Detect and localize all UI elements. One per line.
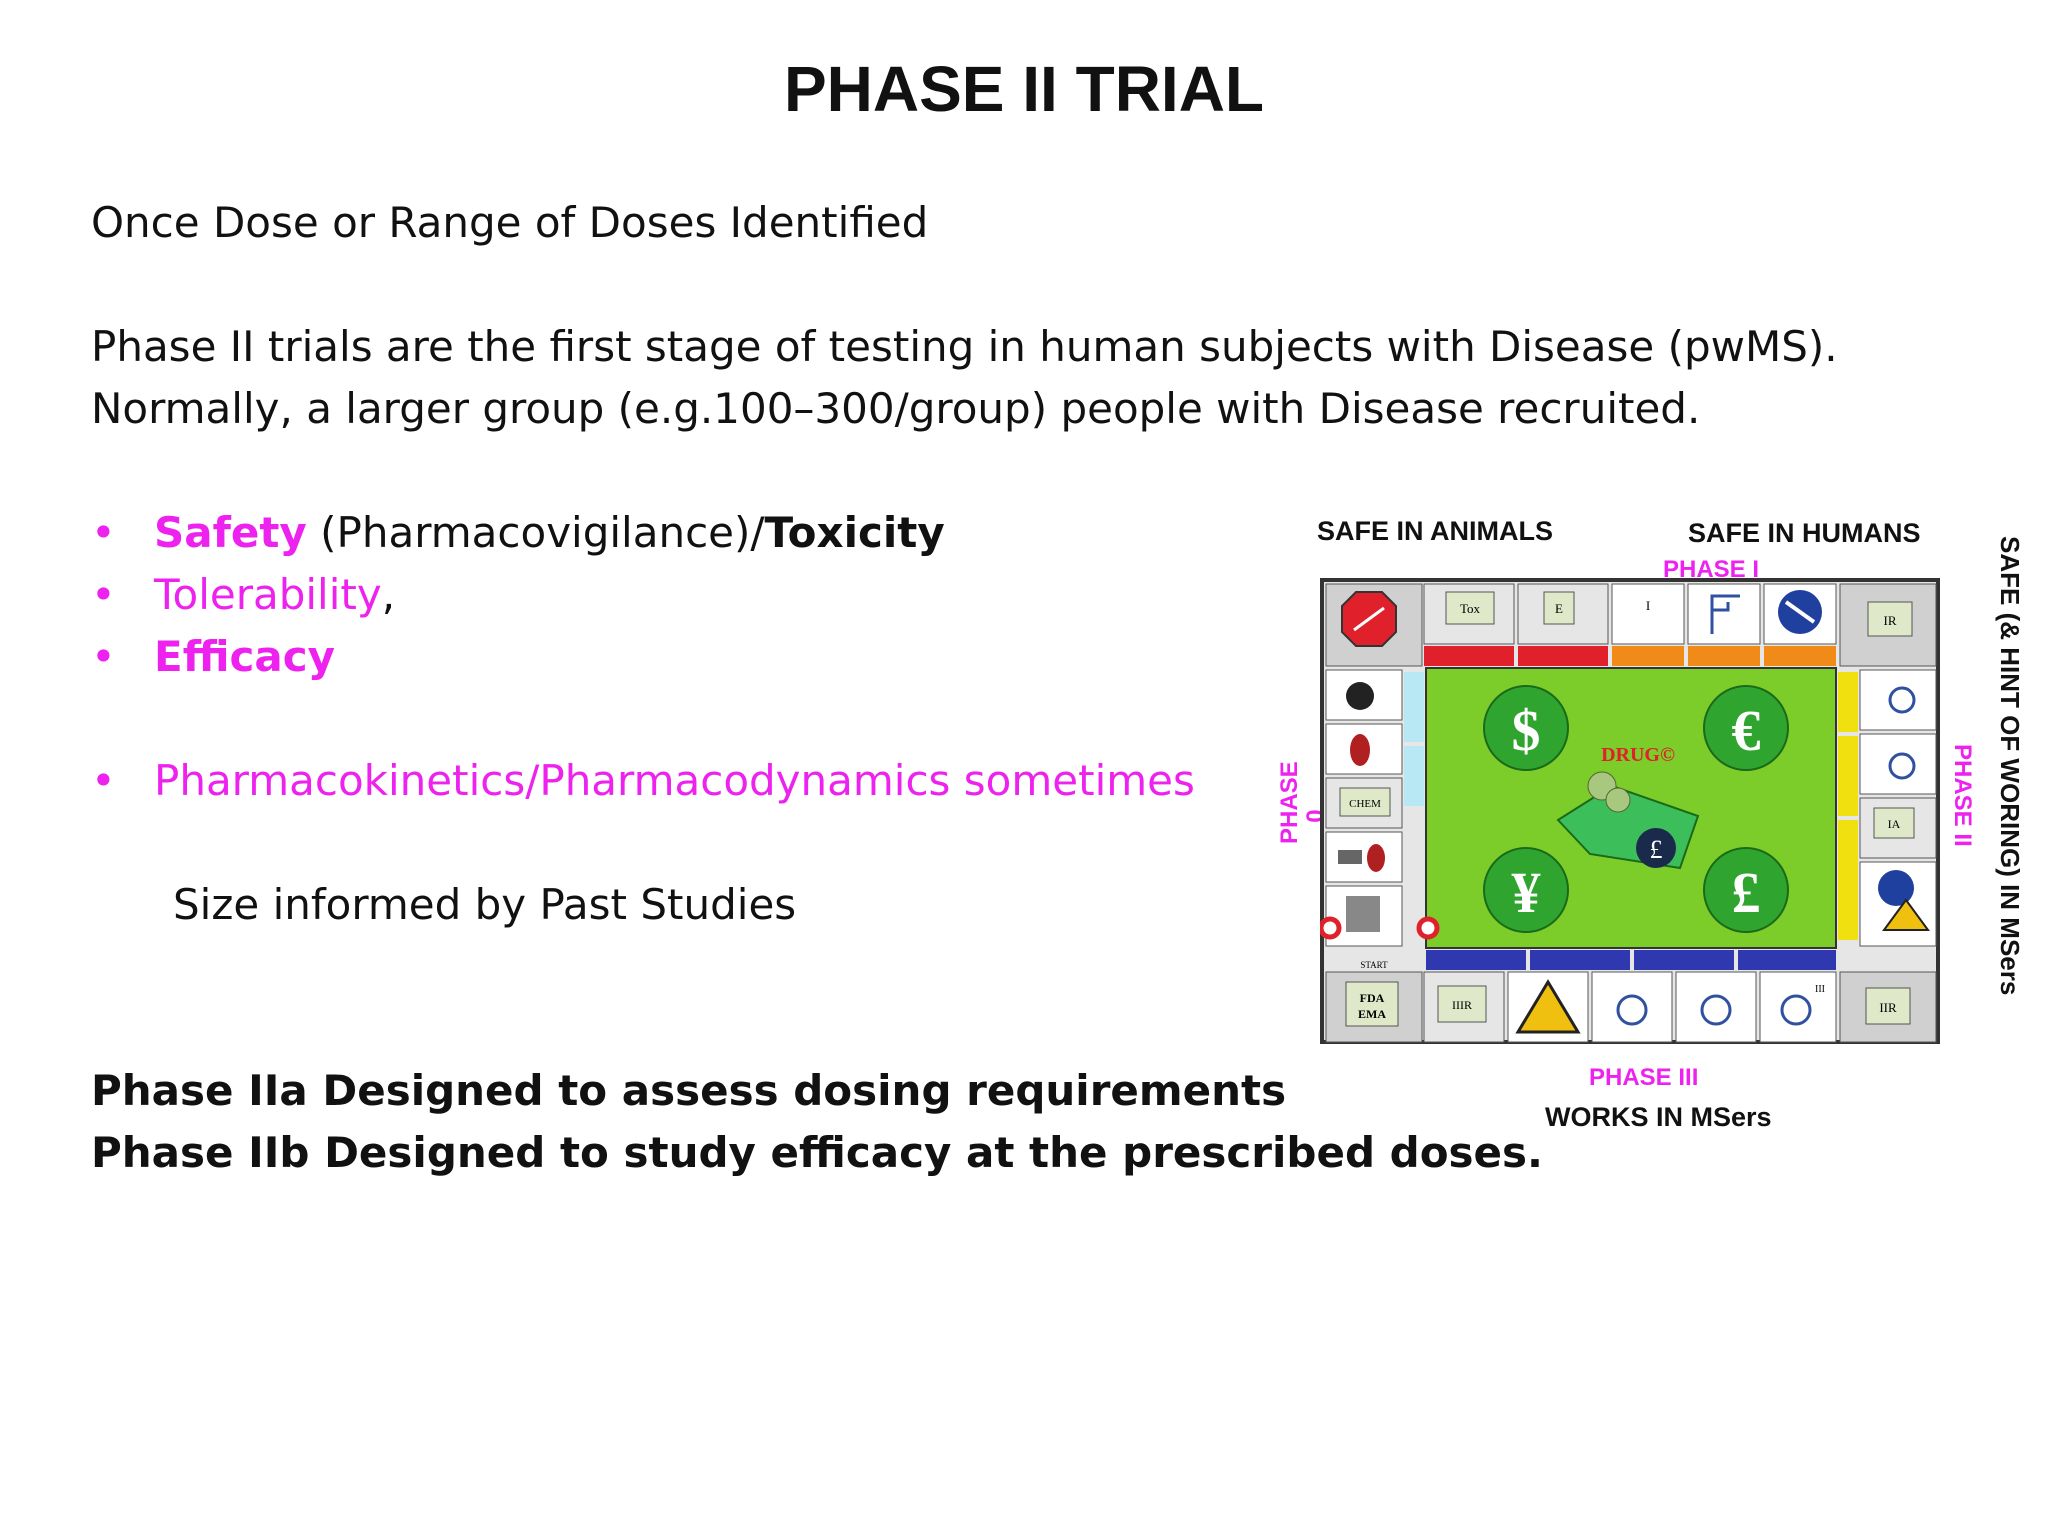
tile-ia: IA — [1888, 817, 1901, 831]
tile-ema: EMA — [1358, 1007, 1386, 1021]
intro-line: Once Dose or Range of Doses Identified — [91, 198, 929, 247]
pharmacovigilance-text: (Pharmacovigilance)/ — [306, 508, 765, 557]
animal-test-icon — [1367, 844, 1385, 872]
paragraph-line-2: Normally, a larger group (e.g.100–300/gr… — [91, 384, 1701, 433]
dollar-symbol: $ — [1512, 698, 1541, 763]
road-work-sign-icon — [1515, 979, 1581, 1034]
tile-fda: FDA — [1360, 991, 1385, 1005]
size-note: Size informed by Past Studies — [173, 880, 797, 929]
euro-symbol: € — [1732, 698, 1761, 763]
dollar-coin-icon — [1483, 685, 1569, 771]
wheelchair-icon — [1616, 994, 1648, 1026]
bullet-dot: • — [91, 570, 116, 619]
bullet-text: Tolerability, — [154, 570, 395, 619]
phase-2b-line: Phase IIb Designed to study efficacy at … — [91, 1128, 1543, 1177]
yen-symbol: ¥ — [1512, 860, 1541, 925]
efficacy-word: Efficacy — [154, 632, 336, 681]
euro-coin-icon — [1703, 685, 1789, 771]
safety-word: Safety — [154, 508, 307, 557]
syringe-badge-icon — [1878, 870, 1914, 906]
yen-coin-icon — [1483, 847, 1569, 933]
drug-development-board: IR START FDA EMA IIR Tox E I CHEM IA III… — [1320, 578, 1940, 1044]
tile-ir: IR — [1884, 613, 1897, 628]
pk-pd-text: Pharmacokinetics/Pharmacodynamics someti… — [154, 756, 1195, 805]
warning-sign-icon — [1882, 898, 1930, 931]
wheelchair-icon — [1780, 994, 1812, 1026]
bullet-dot: • — [91, 508, 116, 557]
paragraph-line-1: Phase II trials are the first stage of t… — [91, 322, 1838, 371]
mouse-icon — [1346, 682, 1374, 710]
tile-e: E — [1555, 601, 1563, 616]
pound-token-icon — [1636, 828, 1676, 868]
bullet-text: Safety (Pharmacovigilance)/Toxicity — [154, 508, 945, 557]
side-vertical-label: SAFE (& HINT OF WORING) IN MSers — [1995, 536, 2025, 996]
bullet-dot: • — [91, 632, 116, 681]
tile-iii: III — [1815, 984, 1825, 995]
phase-2-label: PHASE II — [1949, 744, 1976, 847]
wheelchair-icon — [1888, 686, 1916, 714]
crutch-icon — [1710, 594, 1740, 634]
phase-2a-line: Phase IIa Designed to assess dosing requ… — [91, 1066, 1287, 1115]
slide-title: PHASE II TRIAL — [783, 53, 1265, 125]
tile-chem: CHEM — [1349, 798, 1381, 810]
safe-in-animals-label: SAFE IN ANIMALS — [1317, 516, 1553, 546]
wheelchair-icon — [1888, 752, 1916, 780]
phase-3-label: PHASE III — [1589, 1064, 1699, 1091]
tile-tox: Tox — [1460, 601, 1481, 616]
works-in-msers-label: WORKS IN MSers — [1545, 1102, 1772, 1132]
toxicity-word: Toxicity — [764, 508, 945, 557]
comma: , — [381, 570, 396, 619]
pound-symbol: £ — [1732, 860, 1761, 925]
tolerability-word: Tolerability — [154, 570, 382, 619]
rat-icon — [1350, 734, 1370, 766]
wheelchair-icon — [1700, 994, 1732, 1026]
pound-token-symbol: £ — [1650, 835, 1663, 864]
drug-label: DRUG© — [1601, 744, 1675, 766]
microscope-icon — [1346, 896, 1380, 932]
tile-i: I — [1646, 598, 1650, 613]
pound-coin-icon — [1703, 847, 1789, 933]
tile-start: START — [1360, 960, 1388, 970]
tile-iiir: IIIR — [1452, 998, 1472, 1012]
bullet-dot: • — [91, 756, 116, 805]
safe-in-humans-label: SAFE IN HUMANS — [1688, 518, 1921, 548]
tile-iir: IIR — [1879, 1000, 1897, 1015]
